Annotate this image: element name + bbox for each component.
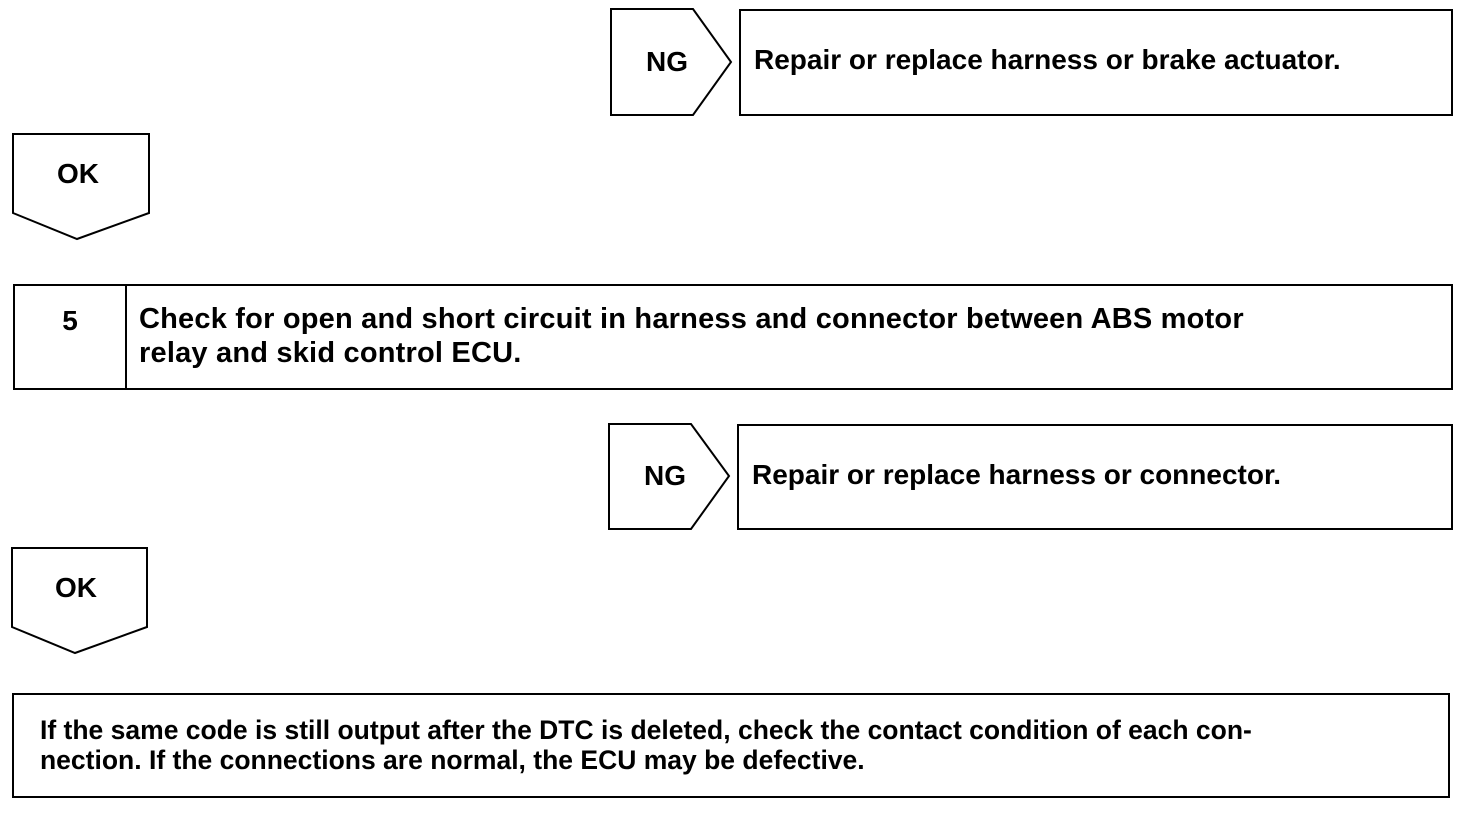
ng-label-2: NG (644, 460, 686, 491)
final-note-box (12, 693, 1450, 798)
step-title-line-2: relay and skid control ECU. (139, 337, 522, 369)
ok-label-1: OK (57, 158, 99, 189)
ng-result-text-2: Repair or replace harness or connector. (752, 459, 1282, 490)
ng-result-text-1: Repair or replace harness or brake actua… (754, 44, 1341, 75)
step-5-box (13, 284, 1453, 390)
final-note-line-1: If the same code is still output after t… (40, 715, 1252, 745)
ng-result-box-2 (737, 424, 1453, 530)
step-title-line-1: Check for open and short circuit in harn… (139, 303, 1244, 335)
ng-result-box-1 (739, 9, 1453, 116)
step-divider (125, 284, 127, 390)
step-number: 5 (62, 305, 78, 336)
ok-label-2: OK (55, 572, 97, 603)
final-note-line-2: nection. If the connections are normal, … (40, 745, 865, 775)
ng-label-1: NG (646, 46, 688, 77)
